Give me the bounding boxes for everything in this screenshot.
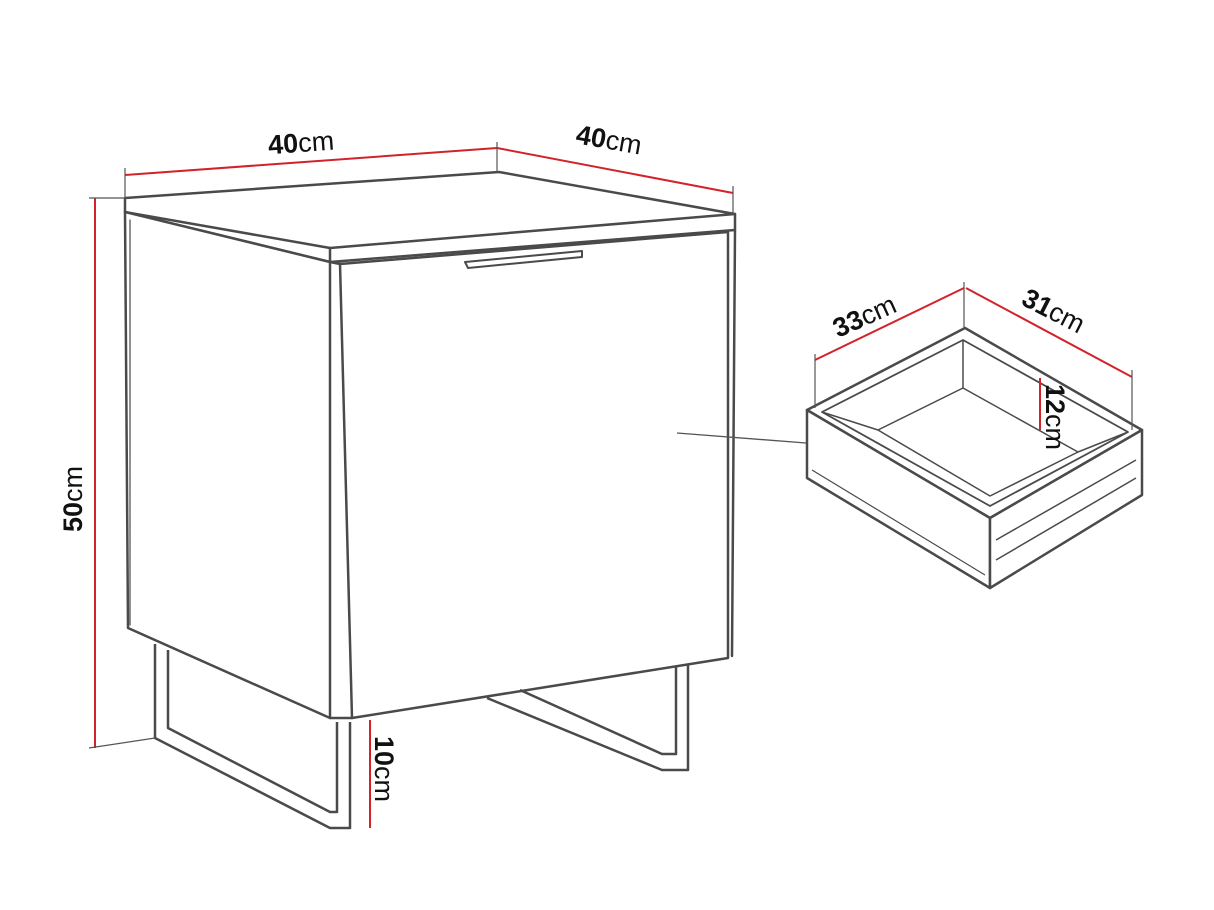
drawer-front-groove-2 <box>995 477 1137 561</box>
drawer-front <box>988 428 1144 590</box>
drawer-front-groove <box>995 459 1137 541</box>
dimension-lines <box>94 147 1133 828</box>
leg-left-front-inner <box>166 650 339 814</box>
ext-height-bottom <box>88 737 156 749</box>
cabinet-door-edge <box>328 260 342 266</box>
label-drawer-depth: 31cm <box>1017 283 1089 340</box>
extension-lines <box>88 142 1133 749</box>
door-handle <box>464 250 583 269</box>
label-leg-height: 10cm <box>369 736 399 802</box>
label-depth: 40cm <box>574 119 644 160</box>
leg-right-back-inner <box>519 666 678 756</box>
cabinet-door <box>338 230 730 720</box>
drawer-pointer-line <box>676 432 807 444</box>
dim-line-drawer-depth <box>965 287 1133 378</box>
drawer-inner-corner-left <box>821 411 879 431</box>
label-drawer-height: 12cm <box>1040 384 1070 450</box>
label-height: 50cm <box>58 466 88 532</box>
cabinet-left-side <box>123 210 332 720</box>
cabinet-top-edge-front <box>328 212 737 250</box>
cabinet-right-edge <box>730 228 737 658</box>
drawer-left-bottom-inner <box>811 469 986 576</box>
drawer <box>805 326 1144 590</box>
leg-right-back <box>486 664 690 772</box>
cabinet-top-edge <box>123 210 332 250</box>
cabinet <box>123 170 737 720</box>
drawer-inner-corner-right <box>1077 431 1129 453</box>
dim-line-depth <box>496 147 734 194</box>
legs <box>153 644 690 830</box>
dim-line-width <box>124 147 498 176</box>
dim-line-drawer-width <box>814 287 965 361</box>
label-width: 40cm <box>267 126 335 161</box>
leg-left-front <box>153 644 352 830</box>
